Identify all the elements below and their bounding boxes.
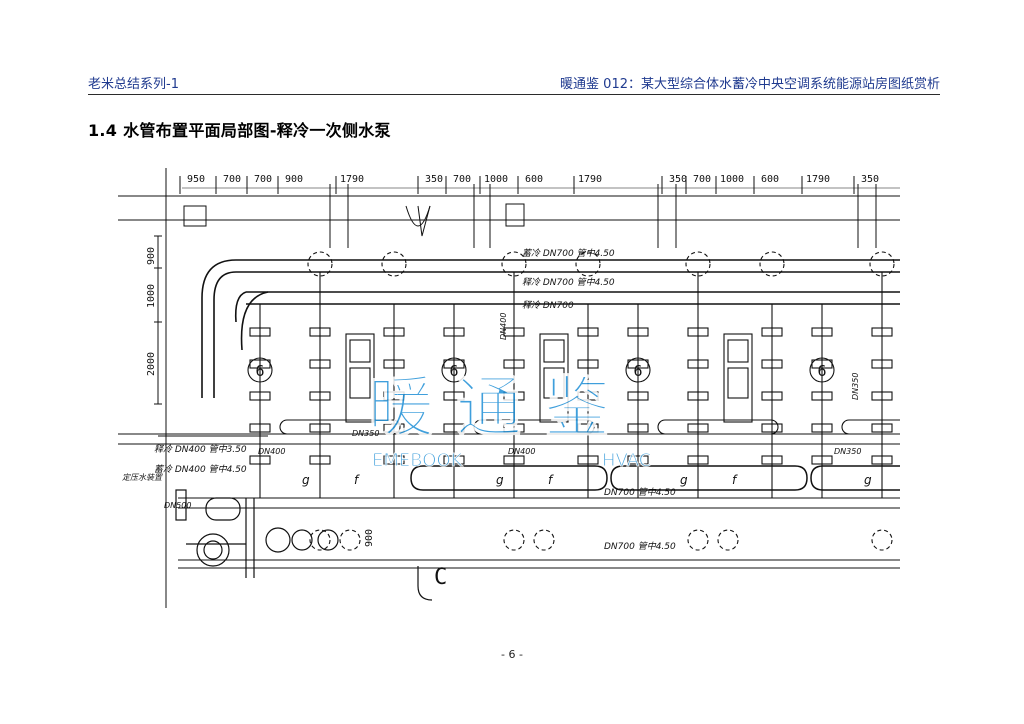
label-release-dn700-short: 释冷 DN700 bbox=[522, 300, 574, 311]
riser-circle bbox=[687, 529, 709, 551]
expansion-unit bbox=[175, 489, 433, 601]
top-dimension-value: 700 bbox=[254, 174, 272, 185]
pump-motor-frame bbox=[723, 333, 753, 423]
main-header-pipes bbox=[118, 259, 900, 569]
pump-outlet-pipe bbox=[473, 419, 595, 435]
top-dimension-value: 900 bbox=[285, 174, 303, 185]
label-expansion-unit: 定压水装置 bbox=[122, 473, 163, 482]
top-dimension-value: 350 bbox=[669, 174, 687, 185]
label-storage-dn400: 蓄冷 DN400 管中4.50 bbox=[154, 464, 247, 475]
top-dimension-value: 600 bbox=[761, 174, 779, 185]
pump-motor-frame bbox=[539, 333, 569, 423]
side-dimension-1000: 1000 bbox=[146, 284, 157, 308]
riser-circle bbox=[501, 251, 527, 277]
label-vertical-dn350: DN350 bbox=[851, 373, 860, 400]
side-dimension-2000: 2000 bbox=[146, 352, 157, 376]
top-dimension-ticks bbox=[179, 176, 855, 194]
label-storage-dn700: 蓄冷 DN700 管中4.50 bbox=[522, 248, 615, 259]
watermark-left-text: EMEBOOK bbox=[372, 450, 464, 471]
riser-circle bbox=[503, 529, 525, 551]
top-dimension-value: 1000 bbox=[720, 174, 744, 185]
side-dimension-900: 900 bbox=[146, 247, 157, 265]
label-dn350-left: DN350 bbox=[352, 429, 379, 438]
riser-circle bbox=[869, 251, 895, 277]
riser-circle bbox=[307, 251, 333, 277]
riser-circle bbox=[533, 529, 555, 551]
pump-outlet-pipe bbox=[279, 419, 401, 435]
top-dimension-value: 1000 bbox=[484, 174, 508, 185]
top-dimension-row: 950 700 700 900 1790 350 700 1000 600 1790 350 700 1… bbox=[187, 174, 879, 185]
header-document-title: 暖通鉴 012：某大型综合体水蓄冷中央空调系统能源站房图纸赏析 bbox=[560, 77, 940, 92]
top-dimension-value: 350 bbox=[425, 174, 443, 185]
watermark-characters: 暖通鉴 bbox=[368, 369, 632, 446]
label-dn500: DN500 bbox=[164, 501, 191, 510]
pump-units: 6gf6gf6gf6gf bbox=[247, 251, 900, 551]
label-dn350-right: DN350 bbox=[834, 447, 861, 456]
valve-letter: g bbox=[864, 473, 872, 487]
top-dimension-value: 350 bbox=[861, 174, 879, 185]
section-title: 1.4 水管布置平面局部图-释冷一次侧水泵 bbox=[88, 121, 391, 140]
header-divider bbox=[88, 94, 940, 95]
header-series-title: 老米总结系列-1 bbox=[88, 77, 179, 92]
pump-group: 6gf bbox=[809, 251, 900, 551]
label-dn400-mid: DN400 bbox=[508, 447, 535, 456]
pump-motor bbox=[543, 339, 565, 363]
page-number: - 6 - bbox=[501, 648, 523, 661]
valve-letter: g bbox=[496, 473, 504, 487]
label-vertical-dn400: DN400 bbox=[499, 313, 508, 340]
valve-letter: g bbox=[680, 473, 688, 487]
riser-circle bbox=[717, 529, 739, 551]
riser-circle bbox=[381, 251, 407, 277]
pump-motor bbox=[349, 339, 371, 363]
side-dimension-line bbox=[154, 235, 162, 405]
top-dimension-value: 700 bbox=[223, 174, 241, 185]
pump-body bbox=[543, 367, 565, 399]
grid-lines bbox=[118, 168, 900, 608]
cad-plan-svg: 950 700 700 900 1790 350 700 1000 600 1790 350 700 1… bbox=[118, 168, 900, 608]
cad-drawing: 950 700 700 900 1790 350 700 1000 600 1790 350 700 1… bbox=[118, 168, 900, 608]
riser-circle bbox=[871, 529, 893, 551]
pump-motor-frame bbox=[345, 333, 375, 423]
page-header: 老米总结系列-1 暖通鉴 012：某大型综合体水蓄冷中央空调系统能源站房图纸赏析 bbox=[88, 70, 940, 92]
valve-letter: f bbox=[732, 473, 738, 487]
riser-circle bbox=[575, 251, 601, 277]
label-release-dn400: 释冷 DN400 管中3.50 bbox=[154, 444, 247, 455]
pump-outlet-pipe bbox=[841, 419, 900, 435]
top-dimension-value: 1790 bbox=[340, 174, 364, 185]
header-pipe-dn700-lower bbox=[410, 465, 900, 491]
top-dimension-value: 1790 bbox=[578, 174, 602, 185]
label-release-dn700: 释冷 DN700 管中4.50 bbox=[522, 277, 615, 288]
valve-letter: f bbox=[354, 473, 360, 487]
label-dn700-lower-1: DN700 管中4.50 bbox=[604, 487, 676, 498]
label-dn400-left: DN400 bbox=[258, 447, 285, 456]
valve-letter: f bbox=[548, 473, 554, 487]
pump-body bbox=[727, 367, 749, 399]
label-dn700-lower-2: DN700 管中4.50 bbox=[604, 541, 676, 552]
riser-circle bbox=[309, 529, 331, 551]
top-dimension-value: 700 bbox=[693, 174, 711, 185]
watermark-right-text: HVAC bbox=[602, 450, 651, 471]
riser-circle bbox=[759, 251, 785, 277]
pipe-labels: 蓄冷 DN700 管中4.50 释冷 DN700 管中4.50 释冷 DN700… bbox=[122, 248, 861, 590]
top-dimension-value: 950 bbox=[187, 174, 205, 185]
top-dimension-value: 1790 bbox=[806, 174, 830, 185]
watermark: 暖通鉴 EMEBOOK HVAC bbox=[368, 369, 652, 472]
bottom-dimension-900: 900 bbox=[364, 529, 375, 547]
grid-mark: C bbox=[434, 565, 447, 590]
valve-letter: g bbox=[302, 473, 310, 487]
top-dimension-value: 700 bbox=[453, 174, 471, 185]
top-dimension-value: 600 bbox=[525, 174, 543, 185]
riser-circle bbox=[339, 529, 361, 551]
riser-circle bbox=[685, 251, 711, 277]
pump-motor bbox=[727, 339, 749, 363]
pump-body bbox=[349, 367, 371, 399]
pump-outlet-pipe bbox=[657, 419, 779, 435]
